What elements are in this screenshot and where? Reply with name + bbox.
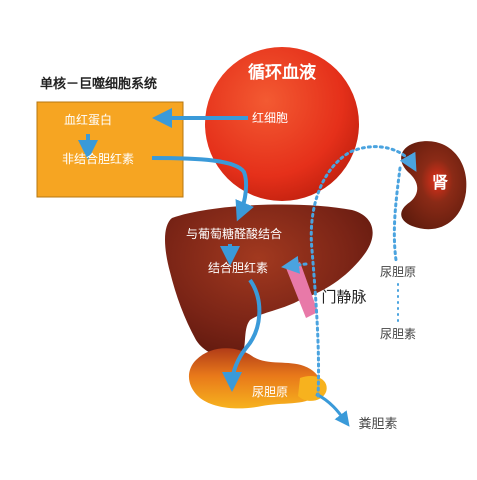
label-portal-vein: 门静脉	[321, 288, 366, 306]
arrow-gut-to-feces	[315, 392, 350, 427]
kidney-shape	[401, 141, 467, 230]
arrow-cb-to-gut	[222, 278, 262, 392]
dotted-portal-to-liver	[281, 255, 308, 274]
circulation-sphere	[205, 47, 359, 201]
label-urobilinogen-gut: 尿胆原	[252, 385, 288, 399]
intestine-shape	[188, 348, 321, 409]
label-mps-title: 单核－巨噬细胞系统	[40, 76, 157, 92]
label-hemoglobin: 血红蛋白	[64, 112, 112, 127]
liver-shape	[165, 204, 373, 359]
arrow-ub-to-liver	[151, 156, 254, 222]
label-urobilinogen-kidney: 尿胆原	[380, 265, 416, 279]
portal-vein-strip	[286, 262, 318, 318]
label-urobilin: 尿胆素	[380, 327, 416, 341]
label-rbc: 红细胞	[252, 110, 288, 125]
label-kidney: 肾	[432, 173, 448, 192]
label-conjugated-bilirubin: 结合胆红素	[208, 260, 268, 275]
label-circulation: 循环血液	[248, 62, 316, 83]
dotted-kidney-to-urine	[392, 166, 402, 262]
label-glucuronidation: 与葡萄糖醛酸结合	[186, 226, 282, 241]
label-stercobilin: 粪胆素	[358, 417, 397, 432]
dotted-portal-return	[309, 145, 417, 398]
label-unconjugated-bilirubin: 非结合胆红素	[62, 151, 134, 166]
